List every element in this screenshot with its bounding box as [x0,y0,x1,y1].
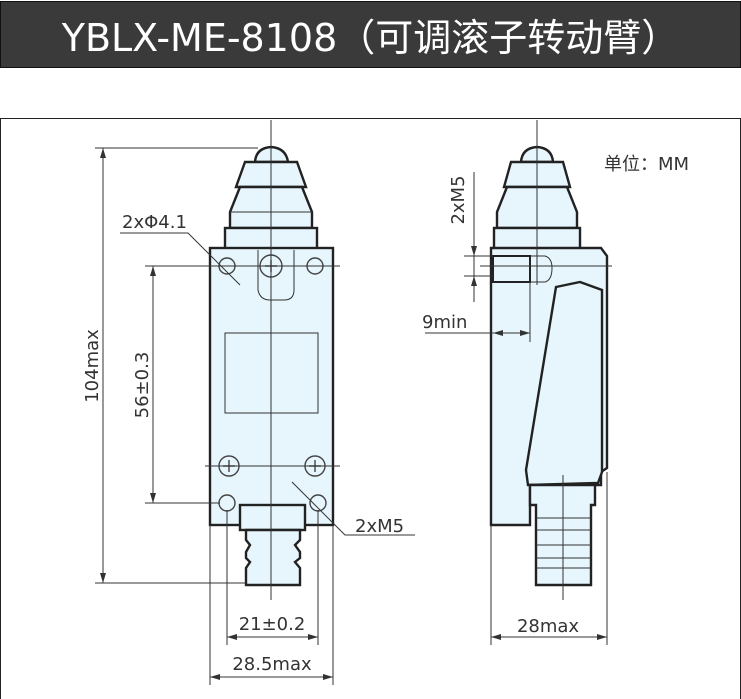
side-width-label: 28max [517,616,579,637]
front-connector-base [238,503,307,532]
front-hole-width-label: 21±0.2 [239,614,306,635]
front-thread-label: 2xM5 [355,516,404,537]
front-view [95,120,415,685]
side-depth-label: 9min [422,312,467,333]
side-thread-label: 2xM5 [448,175,469,224]
front-cable-gland [244,528,302,587]
page-title: YBLX-ME-8108（可调滚子转动臂） [0,1,741,68]
front-width-label: 28.5max [232,654,312,675]
unit-label: 单位：MM [604,154,689,175]
side-lever [524,280,604,487]
side-view [425,120,612,645]
front-hole-label: 2xΦ4.1 [122,212,187,233]
front-height-label: 104max [82,329,103,403]
front-hole-spacing-label: 56±0.3 [132,352,153,419]
